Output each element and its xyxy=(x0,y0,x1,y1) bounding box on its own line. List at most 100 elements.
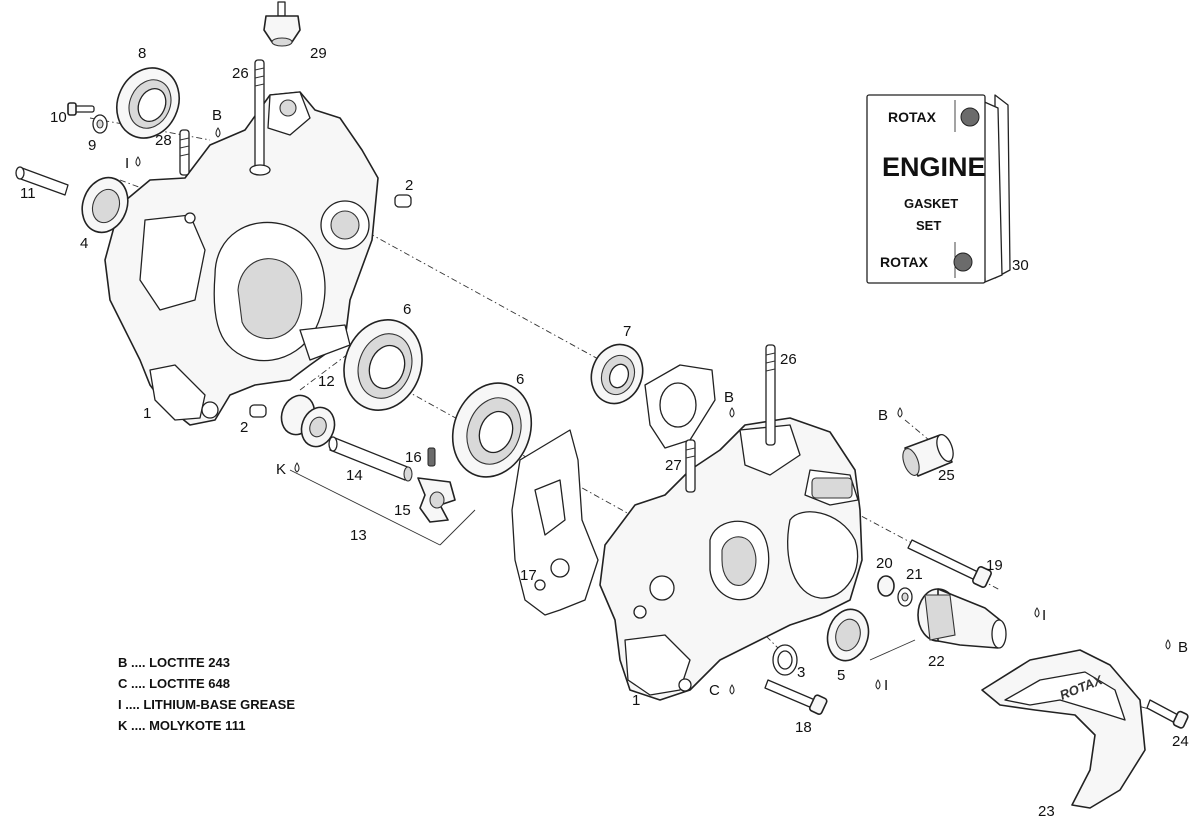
drop-icon xyxy=(215,127,221,138)
marker-i: I xyxy=(1042,607,1046,624)
callout-5: 5 xyxy=(837,667,845,684)
drop-icon xyxy=(729,407,735,418)
marker-k: K xyxy=(276,461,286,478)
callout-6: 6 xyxy=(516,371,524,388)
dowel-2-top xyxy=(394,194,412,208)
legend-row: I .... LITHIUM-BASE GREASE xyxy=(118,694,295,715)
callout-1: 1 xyxy=(632,692,640,709)
stud-26-left xyxy=(249,59,271,176)
dowel-2-bottom xyxy=(249,404,267,418)
gasket-17 xyxy=(511,429,599,616)
oring-3 xyxy=(772,644,798,676)
washer-21 xyxy=(897,587,913,607)
marker-b: B xyxy=(724,389,734,406)
gasket-set-box-front xyxy=(866,94,986,284)
legend-row: C .... LOCTITE 648 xyxy=(118,673,295,694)
drop-icon xyxy=(897,407,903,418)
sleeve-25 xyxy=(902,433,954,477)
callout-17: 17 xyxy=(520,567,537,584)
callout-13: 13 xyxy=(350,527,367,544)
legend-text: LOCTITE 243 xyxy=(149,655,231,670)
legend-code: I xyxy=(118,697,122,712)
impeller-15 xyxy=(417,477,456,523)
washer-9 xyxy=(92,114,108,134)
callout-2: 2 xyxy=(240,419,248,436)
drop-icon xyxy=(135,156,141,167)
drop-icon xyxy=(294,462,300,473)
legend-separator: .... xyxy=(131,718,146,733)
legend-row: K .... MOLYKOTE 111 xyxy=(118,715,295,736)
callout-16: 16 xyxy=(405,449,422,466)
callout-23: 23 xyxy=(1038,803,1055,820)
left-crankcase-half xyxy=(104,91,379,426)
marker-b: B xyxy=(1178,639,1188,656)
callout-11: 11 xyxy=(20,185,36,202)
legend-separator: .... xyxy=(125,697,140,712)
callout-7: 7 xyxy=(623,323,631,340)
callout-26: 26 xyxy=(232,65,249,82)
stud-28 xyxy=(179,129,190,176)
drop-icon xyxy=(1034,607,1040,618)
bolt-18 xyxy=(764,679,828,715)
stud-27 xyxy=(685,439,696,493)
bearing-8 xyxy=(116,67,180,139)
drop-icon xyxy=(875,679,881,690)
gasket-box-line1: GASKET xyxy=(904,196,958,211)
callout-3: 3 xyxy=(797,664,805,681)
shaft-14 xyxy=(328,436,413,482)
callout-8: 8 xyxy=(138,45,146,62)
pin-16 xyxy=(427,447,436,467)
callout-12: 12 xyxy=(318,373,335,390)
starter-cover-23: ROTAX xyxy=(981,649,1146,809)
gasket-box-brand-bottom: ROTAX xyxy=(880,254,929,270)
bearing-6-right xyxy=(451,382,533,478)
marker-i: I xyxy=(125,155,129,172)
legend-text: MOLYKOTE 111 xyxy=(149,718,246,733)
callout-24: 24 xyxy=(1172,733,1189,750)
lubricant-legend: B .... LOCTITE 243 C .... LOCTITE 648 I … xyxy=(118,652,295,736)
legend-code: K xyxy=(118,718,128,733)
callout-18: 18 xyxy=(795,719,812,736)
callout-30: 30 xyxy=(1012,257,1029,274)
brand-emblem-icon xyxy=(953,252,973,272)
callout-labels: 29 8 26 10 9 28 B I 11 2 4 6 7 26 6 12 1… xyxy=(20,45,1189,820)
bushing-20 xyxy=(877,575,895,597)
marker-drops xyxy=(135,127,1171,695)
legend-text: LITHIUM-BASE GREASE xyxy=(143,697,295,712)
marker-c: C xyxy=(709,682,720,699)
callout-14: 14 xyxy=(346,467,363,484)
gasket-box-line2: SET xyxy=(916,218,941,233)
callout-1: 1 xyxy=(143,405,151,422)
callout-26: 26 xyxy=(780,351,797,368)
fitting-29 xyxy=(263,1,301,47)
starter-drive-22 xyxy=(917,588,1007,649)
gasket-set-box: ROTAX ENGINE GASKET SET ROTAX xyxy=(866,94,1011,284)
legend-text: LOCTITE 648 xyxy=(149,676,231,691)
marker-b: B xyxy=(878,407,888,424)
legend-separator: .... xyxy=(131,655,146,670)
callout-21: 21 xyxy=(906,566,923,583)
callout-4: 4 xyxy=(80,235,88,252)
callout-9: 9 xyxy=(88,137,96,154)
drop-icon xyxy=(729,684,735,695)
callout-28: 28 xyxy=(155,132,172,149)
callout-29: 29 xyxy=(310,45,327,62)
bearing-7 xyxy=(590,343,644,405)
gasket-box-title: ENGINE xyxy=(882,152,986,182)
screw-10 xyxy=(67,102,95,116)
legend-row: B .... LOCTITE 243 xyxy=(118,652,295,673)
right-crankcase-half xyxy=(599,417,863,701)
screw-24 xyxy=(1146,699,1189,729)
callout-19: 19 xyxy=(986,557,1003,574)
bearing-6-left xyxy=(343,319,423,411)
seal-4 xyxy=(81,176,129,234)
callout-15: 15 xyxy=(394,502,411,519)
legend-code: B xyxy=(118,655,128,670)
callout-20: 20 xyxy=(876,555,893,572)
callout-2: 2 xyxy=(405,177,413,194)
bolt-19 xyxy=(907,539,992,588)
gasket-box-brand-top: ROTAX xyxy=(888,109,937,125)
pin-11 xyxy=(15,166,69,196)
callout-27: 27 xyxy=(665,457,682,474)
